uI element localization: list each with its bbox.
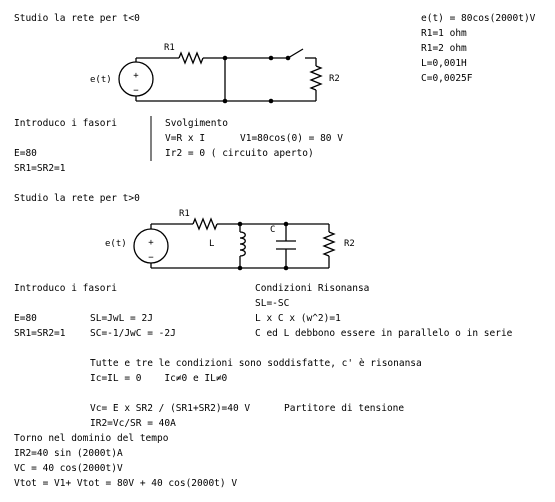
section1-v1: V1=80cos(0) = 80 V (240, 133, 343, 144)
resonance-heading: Condizioni Risonansa (255, 283, 370, 294)
resistor-r1-2 (192, 217, 218, 231)
circuit1-source-minus: − (133, 86, 139, 96)
time-domain-ir2: IR2=40 sin (2000t)A (14, 448, 123, 459)
param-r2: R1=2 ohm (421, 43, 467, 54)
conclusion-resonance: Tutte e tre le condizioni sono soddisfat… (90, 358, 422, 369)
circuit-1 (118, 48, 323, 102)
section1-left-heading: Introduco i fasori (14, 118, 117, 129)
param-l: L=0,001H (421, 58, 467, 69)
circuit1-r1-label: R1 (164, 43, 175, 53)
time-domain-vc: VC = 40 cos(2000t)V (14, 463, 123, 474)
time-domain-vtot: Vtot = V1+ Vtot = 80V + 40 cos(2000t) V (14, 478, 238, 489)
voltage-source-1 (118, 61, 154, 97)
circuit1-source-label: e(t) (90, 75, 112, 85)
voltage-source-2 (133, 228, 169, 264)
param-source: e(t) = 80cos(2000t)V (421, 13, 536, 24)
resistor-r2-2 (322, 231, 336, 257)
conclusion-vc: Vc= E x SR2 / (SR1+SR2)=40 V (90, 403, 251, 414)
section1-right-heading: Svolgimento (165, 118, 228, 129)
conclusion-ir2: IR2=Vc/SR = 40A (90, 418, 176, 429)
inductor-impedance: SL=JwL = 2J (90, 313, 153, 324)
parallel-condition: C ed L debbono essere in parallelo o in … (255, 328, 513, 339)
circuit2-source-plus: + (148, 238, 154, 248)
circuit2-source-minus: − (148, 253, 154, 263)
circuit-2-nodes (237, 221, 289, 271)
circuit1-r2-label: R2 (329, 74, 340, 84)
inductor-l (239, 231, 246, 257)
resonance-condition: SL=-SC (255, 298, 290, 309)
section1-ir2: Ir2 = 0 ( circuito aperto) (165, 148, 314, 159)
switch (287, 48, 304, 59)
lc-condition: L x C x (w^2)=1 (255, 313, 341, 324)
resistor-r2 (309, 65, 323, 91)
section1-title: Studio la rete per t<0 (14, 13, 140, 24)
section1-ohm-law: V=R x I (165, 133, 206, 144)
conclusion-divider-note: Partitore di tensione (284, 403, 405, 414)
section2-left-heading: Introduco i fasori (14, 283, 117, 294)
conclusion-currents: Ic=IL = 0 Ic≠0 e IL≠0 (90, 373, 228, 384)
param-r1: R1=1 ohm (421, 28, 467, 39)
circuit2-r2-label: R2 (344, 239, 355, 249)
circuit-2 (133, 217, 336, 269)
circuit2-c-label: C (270, 225, 275, 235)
capacitor-impedance: SC=-1/JwC = -2J (90, 328, 176, 339)
circuit2-source-label: e(t) (105, 239, 127, 249)
section2-sr-values: SR1=SR2=1 (14, 328, 66, 339)
circuit2-r1-label: R1 (179, 209, 190, 219)
param-c: C=0,0025F (421, 73, 473, 84)
section2-title: Studio la rete per t>0 (14, 193, 140, 204)
circuit-1-nodes (222, 55, 291, 104)
resistor-r1 (178, 51, 204, 65)
section2-e-value: E=80 (14, 313, 37, 324)
circuit1-source-plus: + (133, 71, 139, 81)
section1-e-value: E=80 (14, 148, 37, 159)
time-domain-heading: Torno nel dominio del tempo (14, 433, 169, 444)
section1-sr-values: SR1=SR2=1 (14, 163, 66, 174)
circuit2-l-label: L (209, 239, 214, 249)
